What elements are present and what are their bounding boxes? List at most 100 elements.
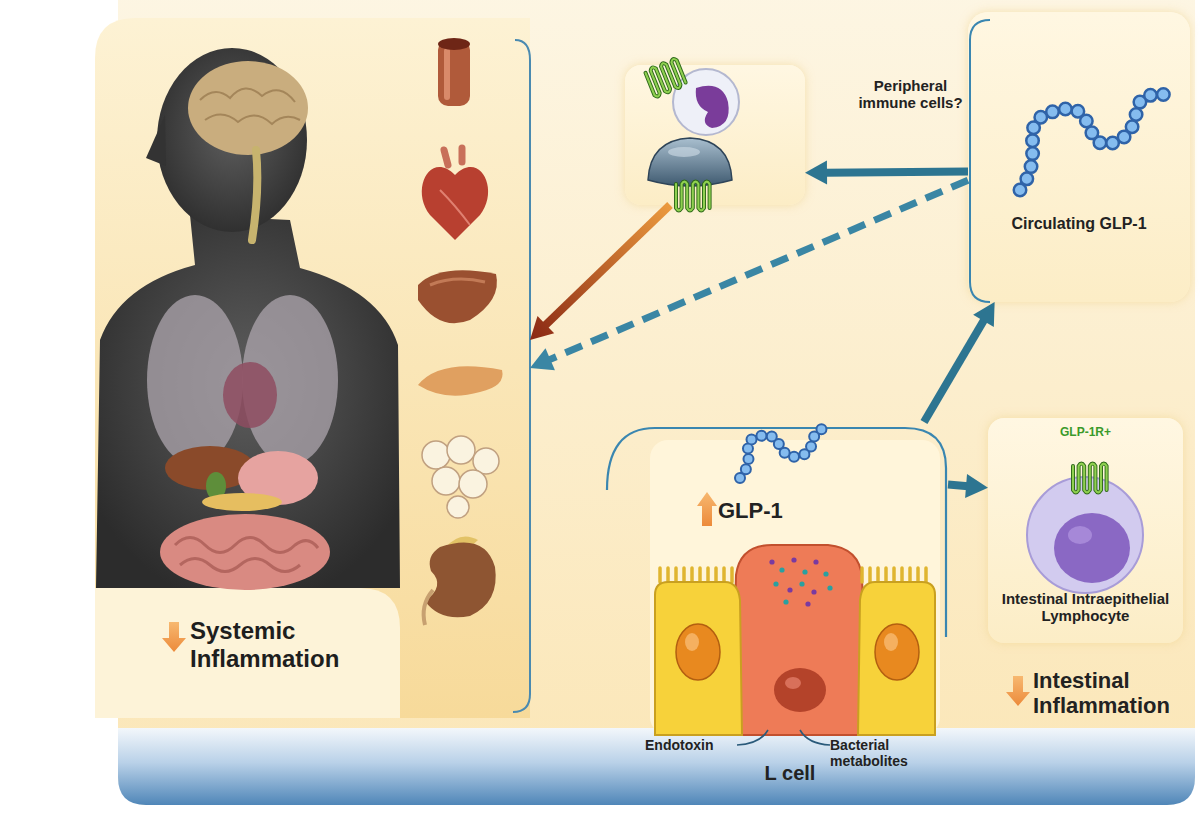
- circulating-box: Circulating GLP-1: [968, 12, 1190, 302]
- torso-organs-part: [242, 295, 338, 465]
- flow-arrow: [805, 161, 968, 185]
- immune-cell-part: [648, 138, 732, 186]
- enteroendocrine-l-cell-part: [732, 545, 868, 735]
- arrow-shaft: [548, 180, 968, 360]
- flow-arrow: [530, 180, 968, 370]
- kidney-part: [425, 543, 496, 618]
- immune-cell: [648, 138, 732, 210]
- brain-part: [188, 61, 308, 155]
- node-text: GLP-1: [718, 498, 808, 523]
- arrow-shaft: [948, 485, 968, 487]
- pancreas: [418, 366, 503, 395]
- granules-part: [783, 599, 788, 604]
- granules-part: [769, 559, 774, 564]
- brain-part: [200, 88, 300, 124]
- adipocytes-part: [447, 496, 469, 518]
- glp1-peptide: [740, 428, 828, 478]
- adipocytes: [422, 436, 499, 518]
- torso-organs-part: [238, 451, 318, 505]
- granules-part: [823, 571, 828, 576]
- torso-organs: [147, 295, 338, 590]
- granules-part: [805, 601, 810, 606]
- immune-cell-part: [645, 58, 687, 97]
- arrow-head: [973, 302, 995, 327]
- glp1-peptide: [1020, 94, 1170, 190]
- immune-cell-part: [673, 69, 739, 135]
- enterocyte-part: [858, 582, 935, 735]
- enterocyte-part: [676, 624, 720, 680]
- arrow-shaft: [825, 172, 968, 173]
- enteroendocrine-l-cell-part: [774, 668, 826, 712]
- adipocytes-part: [422, 441, 450, 469]
- enteroendocrine-l-cell: [732, 545, 868, 735]
- blood-vessel-part: [444, 48, 450, 100]
- enterocyte-part: [884, 633, 898, 651]
- l-cell-outline: [605, 422, 948, 735]
- granules-part: [779, 567, 784, 572]
- adipocytes-part: [432, 467, 460, 495]
- kidney-part: [445, 536, 478, 552]
- heart-part: [440, 190, 470, 225]
- granules-part: [813, 559, 818, 564]
- node-text: Peripheral immune cells?: [853, 77, 968, 112]
- human-silhouette-part: [146, 115, 166, 166]
- torso-organs-part: [165, 446, 255, 490]
- lymphocyte: [1027, 464, 1143, 593]
- enterocyte-part: [685, 633, 699, 651]
- torso-organs-part: [147, 295, 243, 465]
- outcome-label: Intestinal Inflammation: [1033, 668, 1183, 719]
- arrow-shaft: [544, 205, 670, 326]
- blood-vessel: [438, 38, 470, 106]
- brain-part: [252, 150, 257, 240]
- increase-arrow: [697, 492, 717, 526]
- flow-arrow: [924, 302, 995, 422]
- lymphocyte-part: [1054, 513, 1130, 583]
- enterocyte-part: [655, 582, 742, 735]
- torso-organs-part: [202, 493, 282, 511]
- blood-vessel-part: [438, 38, 470, 50]
- torso-organs-part: [206, 472, 226, 500]
- panel-shape: [95, 18, 530, 718]
- bracket: [513, 40, 530, 712]
- human-silhouette-part: [157, 48, 307, 232]
- immune-cell: [645, 58, 739, 135]
- enterocyte-part: [875, 624, 919, 680]
- granules-part: [787, 587, 792, 592]
- node-text: Circulating GLP-1: [1008, 215, 1150, 233]
- immune-cell-part: [676, 182, 710, 211]
- immune-cell-part: [668, 147, 700, 157]
- blood-vessel-part: [438, 40, 470, 106]
- decrease-arrow: [162, 622, 186, 652]
- human-silhouette: [96, 48, 400, 588]
- liver-part: [418, 270, 497, 323]
- node-text: GLP-1R+: [1043, 426, 1128, 440]
- heart-part: [444, 148, 462, 165]
- torso-organs-part: [175, 538, 318, 572]
- brain: [188, 61, 308, 240]
- signal-curve: [737, 730, 830, 745]
- arrow-head: [530, 316, 554, 340]
- granules-part: [811, 589, 816, 594]
- l-cell-outline-part: [650, 440, 940, 735]
- panel-shape-part: [95, 18, 530, 718]
- flow-arrow: [530, 205, 670, 340]
- lymphocyte-box: GLP-1R+Intestinal Intraepithelial Lympho…: [988, 418, 1183, 643]
- enterocyte: [858, 568, 935, 735]
- stimulus-label: Bacterial metabolites: [830, 737, 925, 769]
- adipocytes-part: [447, 436, 475, 464]
- kidney-part: [424, 590, 433, 625]
- granules-part: [799, 581, 804, 586]
- lymphocyte-part: [1027, 477, 1143, 593]
- lumen-band: [118, 728, 1195, 805]
- node-text: Intestinal Intraepithelial Lymphocyte: [970, 590, 1200, 625]
- glp1-peptide-part: [740, 428, 828, 478]
- pancreas-part: [418, 366, 503, 395]
- stimulus-label: Endotoxin: [645, 737, 740, 753]
- adipocytes-part: [459, 470, 487, 498]
- l-cell-outline-part: [607, 428, 946, 637]
- torso-organs-part: [223, 362, 277, 428]
- adipocytes-part: [473, 448, 499, 474]
- lymphocyte-part: [1068, 526, 1092, 544]
